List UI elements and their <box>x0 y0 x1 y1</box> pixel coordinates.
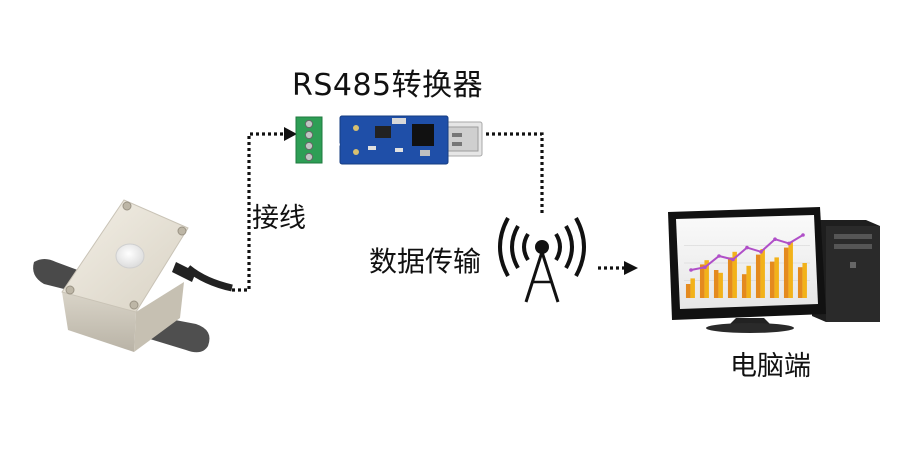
screen-trend-point <box>801 233 805 237</box>
screen-bar <box>797 267 803 298</box>
screen-trend-point <box>773 237 777 241</box>
screen-trend-point <box>717 254 721 258</box>
screen-bar <box>699 264 705 298</box>
screen-bar <box>732 251 737 298</box>
screen-bar <box>774 257 779 298</box>
screen-bar <box>769 261 775 298</box>
wireless-tower-icon <box>498 217 586 303</box>
screen-bar <box>783 247 789 298</box>
converter-title: RS485转换器 <box>292 68 484 103</box>
screen-trend-point <box>731 257 735 262</box>
screen-trend-point <box>703 265 707 270</box>
screen-bar <box>727 257 733 298</box>
arrow-head-computer <box>624 261 638 275</box>
wire-converter-to-tower <box>486 132 544 214</box>
screen-bar <box>713 270 719 298</box>
screen-trend-point <box>759 250 763 254</box>
connection-lines <box>232 132 626 292</box>
screen-bar <box>788 242 793 298</box>
computer-label: 电脑端 <box>730 351 811 382</box>
screen-chart <box>684 233 810 298</box>
pcb-text-gnd: GND <box>322 122 333 128</box>
rs485-usb-converter: GND B- (DB) A+ (DA) +5V <box>295 115 483 165</box>
desktop-computer-icon <box>668 207 880 333</box>
pcb-text-5v: +5V <box>322 152 333 158</box>
light-sensor-device <box>33 199 233 353</box>
screen-bar <box>755 254 761 298</box>
screen-trend-point <box>745 245 749 250</box>
screen-bar <box>741 274 747 298</box>
wiring-label: 接线 <box>252 203 306 234</box>
sensor-cable <box>185 265 233 292</box>
screen-bar <box>718 272 723 298</box>
screen-bar <box>690 278 695 298</box>
monitor-screen <box>676 215 818 309</box>
screen-bar <box>760 249 765 298</box>
screen-bar <box>685 284 691 298</box>
screen-trend-point <box>689 268 693 272</box>
light-dome <box>115 243 145 269</box>
data-transmission-label: 数据传输 <box>369 245 482 278</box>
screen-trend-point <box>787 241 791 246</box>
pcb-text-b: B- (DB) <box>322 132 338 138</box>
screen-bar <box>704 260 709 298</box>
arrow-head-converter <box>284 127 297 141</box>
pcb-text-a: A+ (DA) <box>322 142 340 148</box>
wire-sensor-to-converter <box>232 132 286 292</box>
screen-bar <box>746 265 751 298</box>
screen-bar <box>802 263 807 298</box>
